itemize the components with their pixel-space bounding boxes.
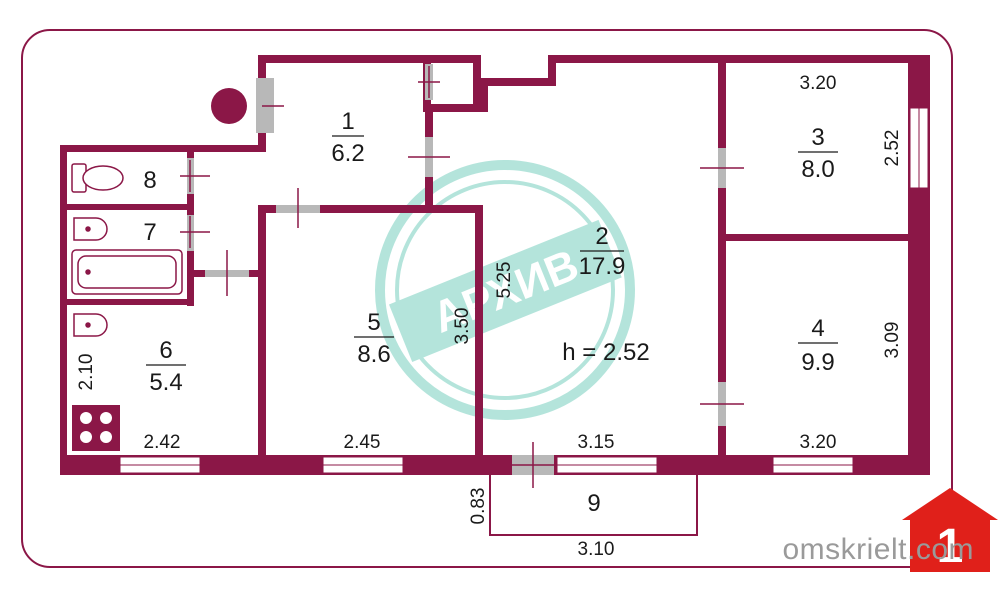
- dim-room6-width: 2.42: [144, 432, 181, 453]
- dim-balcony-width: 3.10: [578, 539, 615, 560]
- logo-number: 1: [937, 520, 964, 573]
- toilet-icon: [71, 163, 124, 193]
- ceiling-height: h = 2.52: [562, 339, 649, 366]
- room-6-number: 6: [159, 337, 172, 364]
- balcony: [489, 475, 698, 536]
- room-1-area: 6.2: [331, 140, 364, 167]
- brand-text: omskrielt.com: [782, 533, 974, 566]
- room-9-number: 9: [587, 490, 600, 517]
- room-3-area: 8.0: [801, 156, 834, 183]
- room-4-number: 4: [811, 315, 824, 342]
- dim-room4-depth: 3.09: [882, 322, 903, 359]
- room-8-number: 8: [143, 167, 156, 194]
- plan-frame: [21, 29, 953, 568]
- room-2-area: 17.9: [579, 253, 626, 280]
- room-7-number: 7: [143, 219, 156, 246]
- kitchen-sink-icon: [73, 313, 108, 337]
- sink-icon: [73, 217, 108, 241]
- dim-room5-depth: 3.50: [452, 308, 473, 345]
- brand-logo: 1: [902, 488, 998, 573]
- room-1-number: 1: [341, 108, 354, 135]
- dim-room5-width: 2.45: [344, 432, 381, 453]
- dim-balcony-depth: 0.83: [468, 488, 489, 525]
- dim-room3-depth: 2.52: [882, 130, 903, 167]
- room-labels: 1 6.2 2 17.9 3 8.0 4 9.9 5 8.6 6 5.4 7 8…: [143, 108, 838, 517]
- windows: [119, 107, 929, 474]
- bathtub-icon: [71, 249, 183, 295]
- dimension-labels: 3.20 2.52 3.09 3.20 3.15 5.25 2.45 3.50 …: [76, 73, 903, 560]
- room-5-number: 5: [367, 309, 380, 336]
- room-5-area: 8.6: [357, 341, 390, 368]
- fixtures: [71, 163, 183, 451]
- dim-room3-width: 3.20: [800, 73, 837, 94]
- dim-room2-depth: 5.25: [494, 262, 515, 299]
- riser-pipe: [211, 88, 247, 124]
- doors: [180, 64, 744, 488]
- room-2-number: 2: [595, 223, 608, 250]
- stove-icon: [72, 405, 120, 451]
- dim-room6-depth: 2.10: [76, 354, 97, 391]
- dim-room4-width: 3.20: [800, 432, 837, 453]
- room-6-area: 5.4: [149, 369, 182, 396]
- room-4-area: 9.9: [801, 349, 834, 376]
- room-3-number: 3: [811, 124, 824, 151]
- dim-room2-width: 3.15: [578, 432, 615, 453]
